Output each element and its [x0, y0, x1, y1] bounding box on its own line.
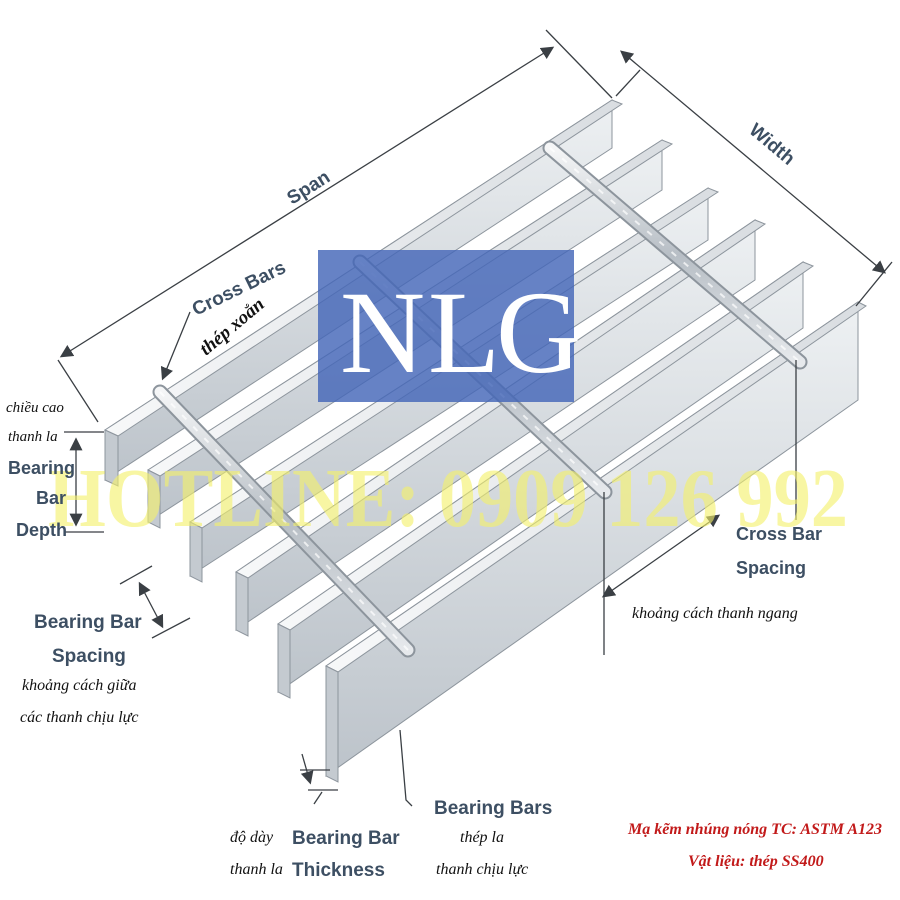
bearing-bars-vi-label-1: thép la	[460, 829, 504, 846]
logo-letter-n: N	[340, 267, 425, 398]
logo-letter-l: L	[428, 267, 500, 398]
depth-en-label-1: Bearing	[8, 458, 75, 478]
thickness-en-label-2: Thickness	[292, 860, 385, 881]
logo-letter-g: G	[496, 267, 581, 398]
cross-bar	[152, 384, 416, 658]
cross-spacing-en-label-2: Spacing	[736, 558, 806, 578]
specs: Mạ kẽm nhúng nóng TC: ASTM A123 Vật liệu…	[627, 821, 882, 870]
spacing-en-label-2: Spacing	[52, 646, 126, 667]
span-label: Span	[284, 167, 335, 209]
cross-spacing-arrow	[601, 514, 721, 598]
thickness-vi-label-2: thanh la	[230, 861, 283, 878]
bearing-bars	[103, 99, 867, 783]
spec-coating: Mạ kẽm nhúng nóng TC: ASTM A123	[627, 821, 882, 838]
depth-en-label-2: Bar	[36, 488, 66, 508]
spacing-vi-label-2: các thanh chịu lực	[20, 709, 138, 726]
bearing-bars-en-label: Bearing Bars	[434, 798, 552, 819]
spec-material: Vật liệu: thép SS400	[688, 853, 824, 870]
cross-spacing-vi-label: khoảng cách thanh ngang	[632, 605, 798, 622]
depth-en-label-3: Depth	[16, 520, 67, 540]
logo-box	[318, 250, 574, 402]
cross-spacing-en-label-1: Cross Bar	[736, 524, 822, 544]
depth-vi-label-2: thanh la	[8, 429, 58, 445]
nlg-logo: N L G	[318, 250, 581, 402]
spacing-en-label-1: Bearing Bar	[34, 612, 142, 633]
span-arrow	[59, 46, 555, 358]
dimension-lines	[57, 29, 893, 807]
width-arrow	[620, 50, 886, 274]
thickness-en-label-1: Bearing Bar	[292, 828, 400, 849]
depth-vi-label-1: chiều cao	[6, 400, 64, 416]
hotline-watermark: HOTLINE: 0909 126 992	[48, 452, 848, 545]
bearing-bars-vi-label-2: thanh chịu lực	[436, 861, 528, 878]
thickness-vi-label-1: độ dày	[230, 829, 274, 846]
spacing-arrow	[138, 581, 164, 629]
spacing-vi-label-1: khoảng cách giữa	[22, 677, 136, 694]
